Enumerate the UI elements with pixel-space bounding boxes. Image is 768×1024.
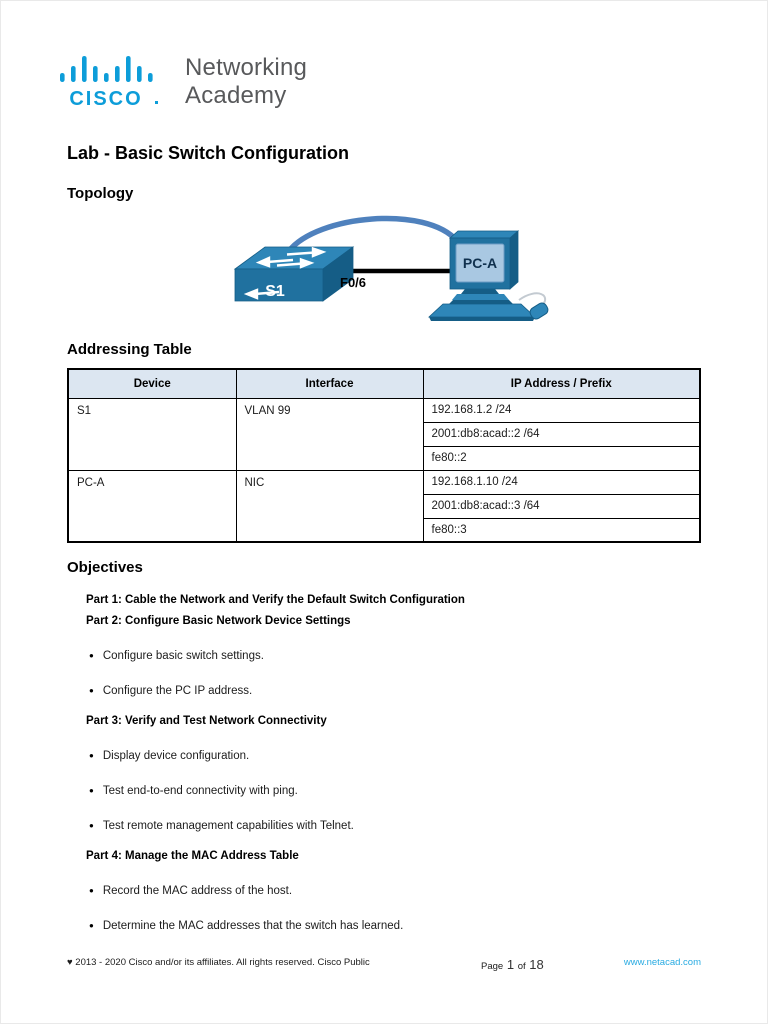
netacad-link[interactable]: www.netacad.com: [623, 957, 701, 968]
column-header-ip: IP Address / Prefix: [422, 368, 701, 399]
page-number: 1: [506, 957, 515, 972]
cisco-trademark-dot: [155, 101, 158, 104]
ip-cell: 192.168.1.10 /24: [422, 469, 701, 495]
brand-header: CISCO Networking Academy: [53, 53, 701, 110]
mouse-icon: [529, 302, 549, 320]
addressing-table-heading: Addressing Table: [67, 341, 192, 358]
ip-cell: fe80::2: [422, 445, 701, 471]
objective-bullet: ● Test remote management capabilities wi…: [89, 820, 701, 832]
objective-bullet: ● Display device configuration.: [89, 750, 701, 762]
switch-arrows-icon: [243, 246, 327, 300]
objective-bullet: ● Configure basic switch settings.: [89, 650, 701, 662]
objective-bullet-text: Determine the MAC addresses that the swi…: [102, 920, 404, 932]
bullet-icon: ●: [89, 921, 94, 930]
cisco-bars-icon: [60, 56, 153, 82]
objective-bullet-text: Record the MAC address of the host.: [102, 885, 293, 897]
link-label: F0/6: [340, 275, 366, 290]
bullet-icon: ●: [89, 751, 94, 760]
objective-bullet: ● Configure the PC IP address.: [89, 685, 701, 697]
objectives-heading: Objectives: [67, 559, 143, 576]
ip-cell: 2001:db8:acad::3 /64: [422, 493, 701, 519]
page-footer: ♥ 2013 - 2020 Cisco and/or its affiliate…: [67, 957, 701, 972]
table-row: 2001:db8:acad::3 /64: [68, 493, 701, 519]
page-label: Page: [481, 961, 504, 972]
column-header-interface: Interface: [235, 368, 424, 399]
interface-cell: NIC: [235, 469, 424, 543]
table-header-row: Device Interface IP Address / Prefix: [67, 368, 701, 399]
bullet-icon: ●: [89, 821, 94, 830]
objective-bullet-text: Test remote management capabilities with…: [102, 820, 354, 832]
ip-cell: 2001:db8:acad::2 /64: [422, 421, 701, 447]
table-row: PC-A NIC 192.168.1.10 /24: [67, 469, 701, 543]
objective-bullet-text: Configure basic switch settings.: [102, 650, 264, 662]
copyright-text: ♥ 2013 - 2020 Cisco and/or its affiliate…: [67, 957, 370, 968]
device-cell: S1: [67, 397, 237, 471]
objectives-list: Part 1: Cable the Network and Verify the…: [67, 594, 701, 932]
academy-line2: Academy: [185, 82, 287, 109]
objective-part-2: Part 2: Configure Basic Network Device S…: [86, 615, 351, 627]
objective-bullet: ● Record the MAC address of the host.: [89, 885, 701, 897]
of-label: of: [517, 961, 526, 972]
cisco-wordmark: CISCO: [69, 88, 142, 109]
interface-cell: VLAN 99: [235, 397, 424, 471]
pc-label: PC-A: [463, 255, 497, 271]
ip-cell: fe80::3: [422, 517, 701, 543]
bullet-icon: ●: [89, 886, 94, 895]
column-header-device: Device: [67, 368, 237, 399]
switch-label: S1: [265, 283, 285, 300]
academy-name: Networking Academy: [185, 53, 307, 110]
bullet-icon: ●: [89, 651, 94, 660]
topology-heading: Topology: [67, 185, 134, 202]
objective-bullet-text: Configure the PC IP address.: [102, 685, 253, 697]
objective-part-4: Part 4: Manage the MAC Address Table: [86, 850, 299, 862]
objective-bullet: ● Test end-to-end connectivity with ping…: [89, 785, 701, 797]
academy-line1: Networking: [185, 54, 308, 81]
pc-icon: PC-A: [427, 230, 549, 321]
page-indicator: Page 1 of 18: [481, 957, 545, 972]
cisco-logo-icon: CISCO: [60, 56, 158, 109]
bullet-icon: ●: [89, 786, 94, 795]
objective-bullet-text: Display device configuration.: [102, 750, 250, 762]
table-row: S1 VLAN 99 192.168.1.2 /24: [67, 397, 701, 471]
topology-diagram: S1 PC-A: [227, 205, 567, 329]
device-cell: PC-A: [67, 469, 237, 543]
ip-cell: 192.168.1.2 /24: [422, 397, 701, 423]
page-total: 18: [529, 957, 544, 972]
page-title: Lab - Basic Switch Configuration: [67, 143, 350, 163]
switch-icon: S1: [233, 246, 355, 302]
table-row: fe80::3: [68, 517, 701, 543]
objective-bullet: ● Determine the MAC addresses that the s…: [89, 920, 701, 932]
objective-part-3: Part 3: Verify and Test Network Connecti…: [86, 715, 327, 727]
console-cable-icon: [286, 215, 460, 254]
bullet-icon: ●: [89, 686, 94, 695]
table-row: fe80::2: [68, 445, 701, 471]
addressing-table: Device Interface IP Address / Prefix S1 …: [67, 368, 701, 543]
objective-bullet-text: Test end-to-end connectivity with ping.: [102, 785, 298, 797]
objective-part-1: Part 1: Cable the Network and Verify the…: [86, 594, 465, 606]
